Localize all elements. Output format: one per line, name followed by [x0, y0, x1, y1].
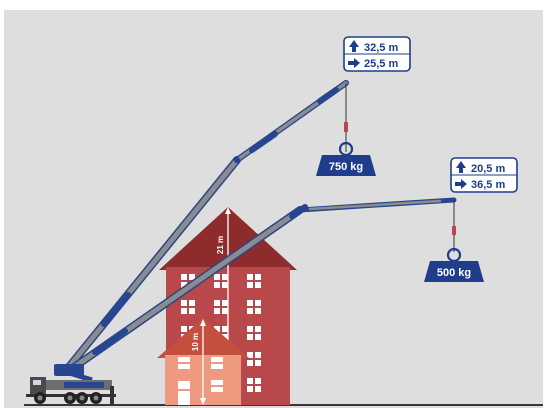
arrow-up-icon — [349, 40, 359, 52]
short-building-door — [178, 381, 190, 405]
steep-boom — [64, 80, 349, 372]
tall-building-height-label: 21 m — [216, 236, 225, 254]
arrow-right-icon — [348, 58, 360, 68]
short-building: 10 m — [157, 318, 249, 405]
arrow-right-icon — [455, 179, 467, 189]
weight-500: 500 kg — [424, 247, 484, 282]
load-label-500: 500 kg — [437, 267, 471, 279]
height-value-steep: 32,5 m — [364, 42, 398, 54]
reach-value-flat: 36,5 m — [471, 179, 505, 191]
short-window-mullions — [178, 362, 223, 387]
arrow-up-icon — [456, 161, 466, 173]
height-value-flat: 20,5 m — [471, 163, 505, 175]
reach-value-steep: 25,5 m — [364, 58, 398, 70]
weight-750: 750 kg — [316, 141, 376, 176]
weight-block — [316, 155, 376, 176]
reach-label-steep: 32,5 m 25,5 m — [343, 36, 411, 72]
truck-cab — [30, 377, 46, 394]
weight-block — [424, 261, 484, 282]
load-label-750: 750 kg — [329, 161, 363, 173]
short-building-height-label: 10 m — [191, 333, 200, 351]
crane-truck — [26, 364, 116, 404]
reach-label-flat: 20,5 m 36,5 m — [450, 157, 518, 193]
short-building-dimension — [200, 319, 206, 405]
flat-boom — [66, 197, 457, 374]
